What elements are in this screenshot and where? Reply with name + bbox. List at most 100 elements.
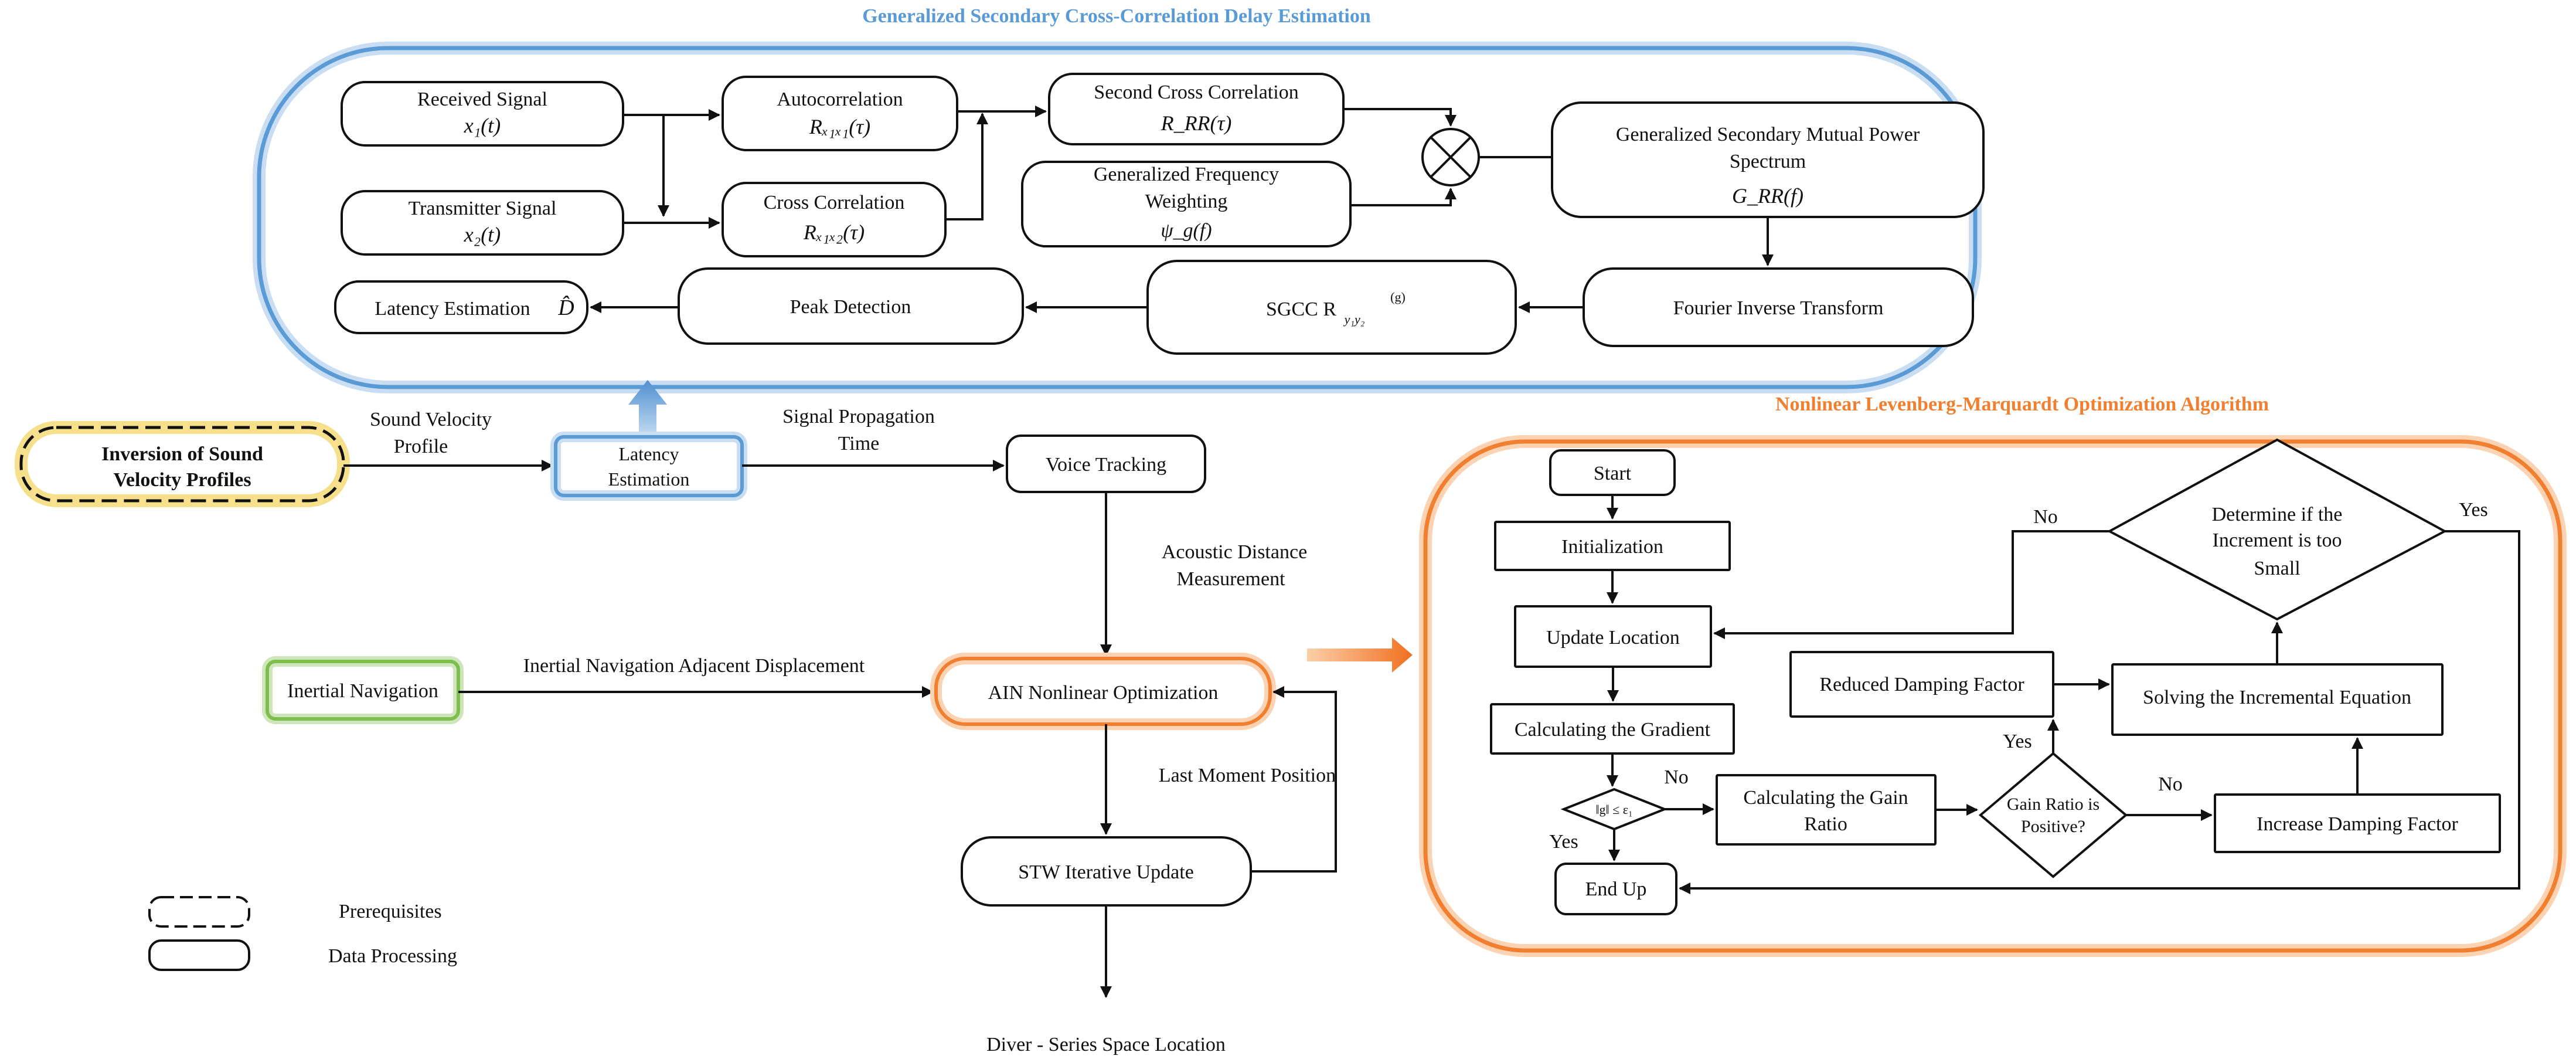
svg-text:Update Location: Update Location bbox=[1546, 627, 1680, 649]
increase-damping-box: Increase Damping Factor bbox=[2214, 793, 2501, 853]
update-location-box: Update Location bbox=[1514, 605, 1712, 668]
svg-text:Start: Start bbox=[1594, 463, 1632, 484]
svg-text:Latency Estimation: Latency Estimation bbox=[375, 298, 530, 320]
svg-text:x₁(t): x₁(t) bbox=[464, 114, 501, 137]
svg-text:Voice Tracking: Voice Tracking bbox=[1046, 454, 1166, 476]
svg-text:y₁y₂: y₁y₂ bbox=[1343, 312, 1365, 327]
svg-text:Solving the Incremental Equati: Solving the Incremental Equation bbox=[2143, 687, 2411, 708]
calculating-gain-box: Calculating the Gain Ratio bbox=[1716, 774, 1937, 846]
signal-propagation-label-1: Signal Propagation bbox=[782, 406, 935, 427]
svg-text:Fourier Inverse Transform: Fourier Inverse Transform bbox=[1673, 297, 1884, 319]
diver-location-label: Diver - Series Space Location bbox=[986, 1034, 1226, 1055]
svg-text:‖g‖ ≤ ε₁: ‖g‖ ≤ ε₁ bbox=[1595, 802, 1632, 817]
generalized-frequency-weighting-box: Generalized Frequency Weighting ψ_g(f) bbox=[1021, 161, 1352, 247]
multiplier-symbol bbox=[1421, 128, 1480, 186]
svg-text:Calculating the Gradient: Calculating the Gradient bbox=[1515, 719, 1711, 741]
sound-velocity-label-2: Profile bbox=[394, 436, 448, 457]
last-moment-label: Last Moment Position bbox=[1159, 765, 1336, 786]
svg-text:Autocorrelation: Autocorrelation bbox=[777, 89, 903, 110]
received-signal-box: Received Signal x₁(t) bbox=[341, 81, 624, 147]
svg-text:Gain Ratio is: Gain Ratio is bbox=[2007, 795, 2099, 814]
svg-text:Peak Detection: Peak Detection bbox=[790, 296, 911, 318]
gscc-latency-estimation-box: Latency Estimation D̂ bbox=[334, 280, 588, 334]
svg-text:Reduced Damping Factor: Reduced Damping Factor bbox=[1819, 674, 2024, 695]
lm-panel bbox=[1423, 439, 2563, 953]
stw-update-box: STW Iterative Update bbox=[961, 836, 1252, 907]
yes-label-increment: Yes bbox=[2459, 499, 2487, 521]
svg-text:Spectrum: Spectrum bbox=[1730, 151, 1806, 172]
svg-text:Increase Damping Factor: Increase Damping Factor bbox=[2257, 813, 2458, 835]
svg-text:G_RR(f): G_RR(f) bbox=[1732, 184, 1803, 208]
inertial-navigation-box: Inertial Navigation bbox=[262, 656, 464, 724]
svg-text:STW Iterative Update: STW Iterative Update bbox=[1018, 861, 1194, 883]
svg-text:Weighting: Weighting bbox=[1145, 191, 1228, 212]
mutual-power-spectrum-box: Generalized Secondary Mutual Power Spect… bbox=[1551, 101, 1985, 218]
svg-text:End Up: End Up bbox=[1585, 878, 1647, 900]
svg-text:Velocity Profiles: Velocity Profiles bbox=[113, 469, 251, 491]
svg-text:Calculating the Gain: Calculating the Gain bbox=[1743, 787, 1908, 809]
svg-text:ψ_g(f): ψ_g(f) bbox=[1161, 220, 1212, 242]
svg-text:Cross Correlation: Cross Correlation bbox=[764, 192, 905, 213]
svg-text:Transmitter Signal: Transmitter Signal bbox=[409, 198, 557, 219]
sgcc-box: SGCC R y₁y₂ (g) bbox=[1146, 260, 1517, 355]
svg-text:D̂: D̂ bbox=[557, 296, 574, 320]
svg-text:Estimation: Estimation bbox=[608, 469, 690, 490]
no-label-positive: No bbox=[2158, 773, 2183, 795]
yes-label-positive: Yes bbox=[2003, 731, 2031, 752]
yes-label-gradient: Yes bbox=[1549, 831, 1578, 853]
acoustic-distance-label-2: Measurement bbox=[1176, 568, 1285, 590]
cross-correlation-box: Cross Correlation Rₓ₁ₓ₂(τ) bbox=[722, 182, 947, 257]
inversion-box: Inversion of Sound Velocity Profiles bbox=[15, 421, 350, 507]
signal-propagation-label-2: Time bbox=[838, 433, 880, 454]
svg-text:SGCC R: SGCC R bbox=[1266, 298, 1336, 320]
svg-text:x₂(t): x₂(t) bbox=[464, 223, 501, 246]
svg-text:Increment is too: Increment is too bbox=[2213, 530, 2342, 551]
start-box: Start bbox=[1549, 449, 1676, 496]
gscc-title: Generalized Secondary Cross-Correlation … bbox=[862, 5, 1371, 27]
svg-text:Latency: Latency bbox=[618, 443, 679, 464]
no-label-gradient: No bbox=[1664, 766, 1689, 788]
svg-text:Generalized Frequency: Generalized Frequency bbox=[1094, 164, 1279, 185]
lm-title: Nonlinear Levenberg-Marquardt Optimizati… bbox=[1775, 393, 2269, 415]
svg-text:Small: Small bbox=[2254, 558, 2300, 579]
legend-solid-swatch bbox=[148, 939, 250, 971]
stw-feedback-arrow bbox=[1251, 686, 1337, 873]
sound-velocity-label-1: Sound Velocity bbox=[370, 409, 492, 430]
orange-right-arrow bbox=[1307, 637, 1413, 673]
svg-text:(g): (g) bbox=[1390, 290, 1406, 304]
svg-text:Positive?: Positive? bbox=[2021, 817, 2085, 836]
calculating-gradient-box: Calculating the Gradient bbox=[1490, 703, 1735, 755]
gscc-connectors bbox=[590, 106, 1774, 313]
autocorrelation-box: Autocorrelation Rₓ₁ₓ₁(τ) bbox=[722, 76, 958, 151]
solving-incremental-box: Solving the Incremental Equation bbox=[2111, 663, 2444, 736]
legend-dashed-swatch bbox=[148, 896, 250, 928]
svg-text:R_RR(τ): R_RR(τ) bbox=[1161, 111, 1232, 135]
legend-data-processing: Data Processing bbox=[328, 945, 457, 967]
svg-text:Inversion of Sound: Inversion of Sound bbox=[101, 443, 263, 465]
legend-prerequisites: Prerequisites bbox=[339, 901, 442, 922]
acoustic-distance-label-1: Acoustic Distance bbox=[1162, 541, 1307, 563]
no-label-increment: No bbox=[2033, 506, 2058, 528]
svg-text:Second Cross Correlation: Second Cross Correlation bbox=[1094, 82, 1298, 103]
fourier-inverse-box: Fourier Inverse Transform bbox=[1583, 267, 1974, 347]
determine-no-arrow bbox=[1713, 530, 2109, 639]
svg-text:Generalized Secondary Mutual P: Generalized Secondary Mutual Power bbox=[1616, 124, 1920, 145]
initialization-box: Initialization bbox=[1494, 521, 1731, 571]
reduced-damping-box: Reduced Damping Factor bbox=[1789, 651, 2054, 718]
ain-optimization-box: AIN Nonlinear Optimization bbox=[930, 653, 1276, 730]
second-cross-correlation-box: Second Cross Correlation R_RR(τ) bbox=[1048, 73, 1345, 145]
svg-text:Ratio: Ratio bbox=[1804, 813, 1847, 835]
svg-text:Inertial Navigation: Inertial Navigation bbox=[287, 680, 438, 702]
gscc-panel bbox=[257, 46, 1978, 389]
svg-text:Initialization: Initialization bbox=[1561, 536, 1663, 558]
blue-up-arrow bbox=[628, 380, 667, 433]
end-up-box: End Up bbox=[1554, 863, 1677, 915]
peak-detection-box: Peak Detection bbox=[678, 267, 1024, 345]
transmitter-signal-box: Transmitter Signal x₂(t) bbox=[341, 190, 624, 256]
svg-text:Received Signal: Received Signal bbox=[417, 89, 547, 110]
svg-text:Rₓ₁ₓ₁(τ): Rₓ₁ₓ₁(τ) bbox=[809, 115, 870, 138]
gradient-check-diamond: ‖g‖ ≤ ε₁ bbox=[1560, 788, 1668, 831]
svg-text:Determine if the: Determine if the bbox=[2212, 504, 2343, 525]
voice-tracking-box: Voice Tracking bbox=[1006, 435, 1206, 493]
